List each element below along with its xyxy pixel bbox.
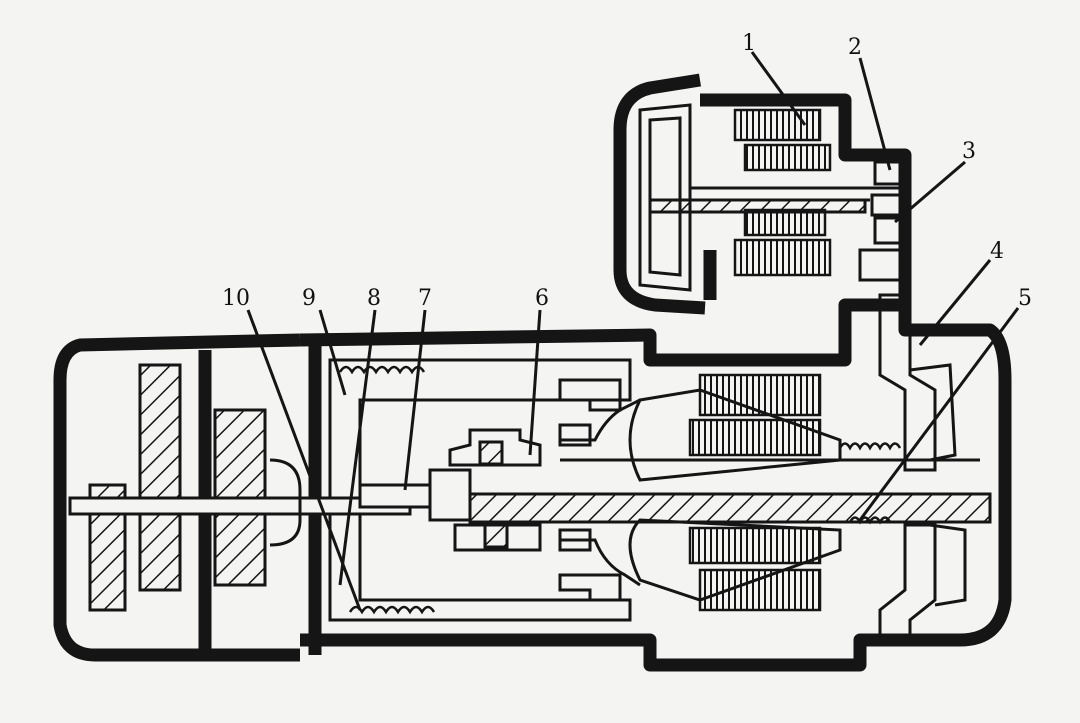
stator-winding-top-2 bbox=[743, 143, 832, 172]
upper-shaft bbox=[648, 198, 867, 214]
right-winding-top bbox=[698, 373, 822, 417]
part-7-shaft bbox=[358, 483, 442, 509]
main-shaft bbox=[468, 492, 992, 524]
part-label-4: 4 bbox=[990, 239, 1004, 264]
part-label-6: 6 bbox=[535, 286, 549, 311]
leader-lines bbox=[246, 51, 1020, 611]
right-winding-bottom bbox=[698, 568, 822, 612]
part-label-7: 7 bbox=[418, 286, 432, 311]
spring-coils bbox=[338, 365, 902, 615]
part-label-8: 8 bbox=[367, 286, 381, 311]
part-label-2: 2 bbox=[848, 35, 862, 60]
stator-winding-bottom-2 bbox=[743, 208, 827, 237]
part-2-block bbox=[873, 160, 907, 186]
stator-winding-top bbox=[733, 108, 822, 142]
part-label-5: 5 bbox=[1018, 286, 1032, 311]
part-label-9: 9 bbox=[302, 286, 316, 311]
main-housing bbox=[53, 298, 1012, 672]
left-gear-train bbox=[68, 363, 412, 612]
gear-large-left bbox=[138, 363, 182, 592]
upper-housing bbox=[613, 73, 912, 315]
stator-winding-bottom bbox=[733, 238, 832, 277]
part-3-block bbox=[873, 216, 905, 245]
part-6-bearing-top bbox=[448, 428, 542, 467]
part-label-10: 10 bbox=[222, 286, 250, 311]
part-label-3: 3 bbox=[962, 139, 976, 164]
bearing-bottom bbox=[453, 523, 542, 552]
central-shaft-assembly bbox=[358, 378, 992, 602]
part-label-1: 1 bbox=[742, 31, 756, 56]
right-motor-section bbox=[560, 293, 980, 642]
part-4-lever bbox=[878, 293, 937, 472]
